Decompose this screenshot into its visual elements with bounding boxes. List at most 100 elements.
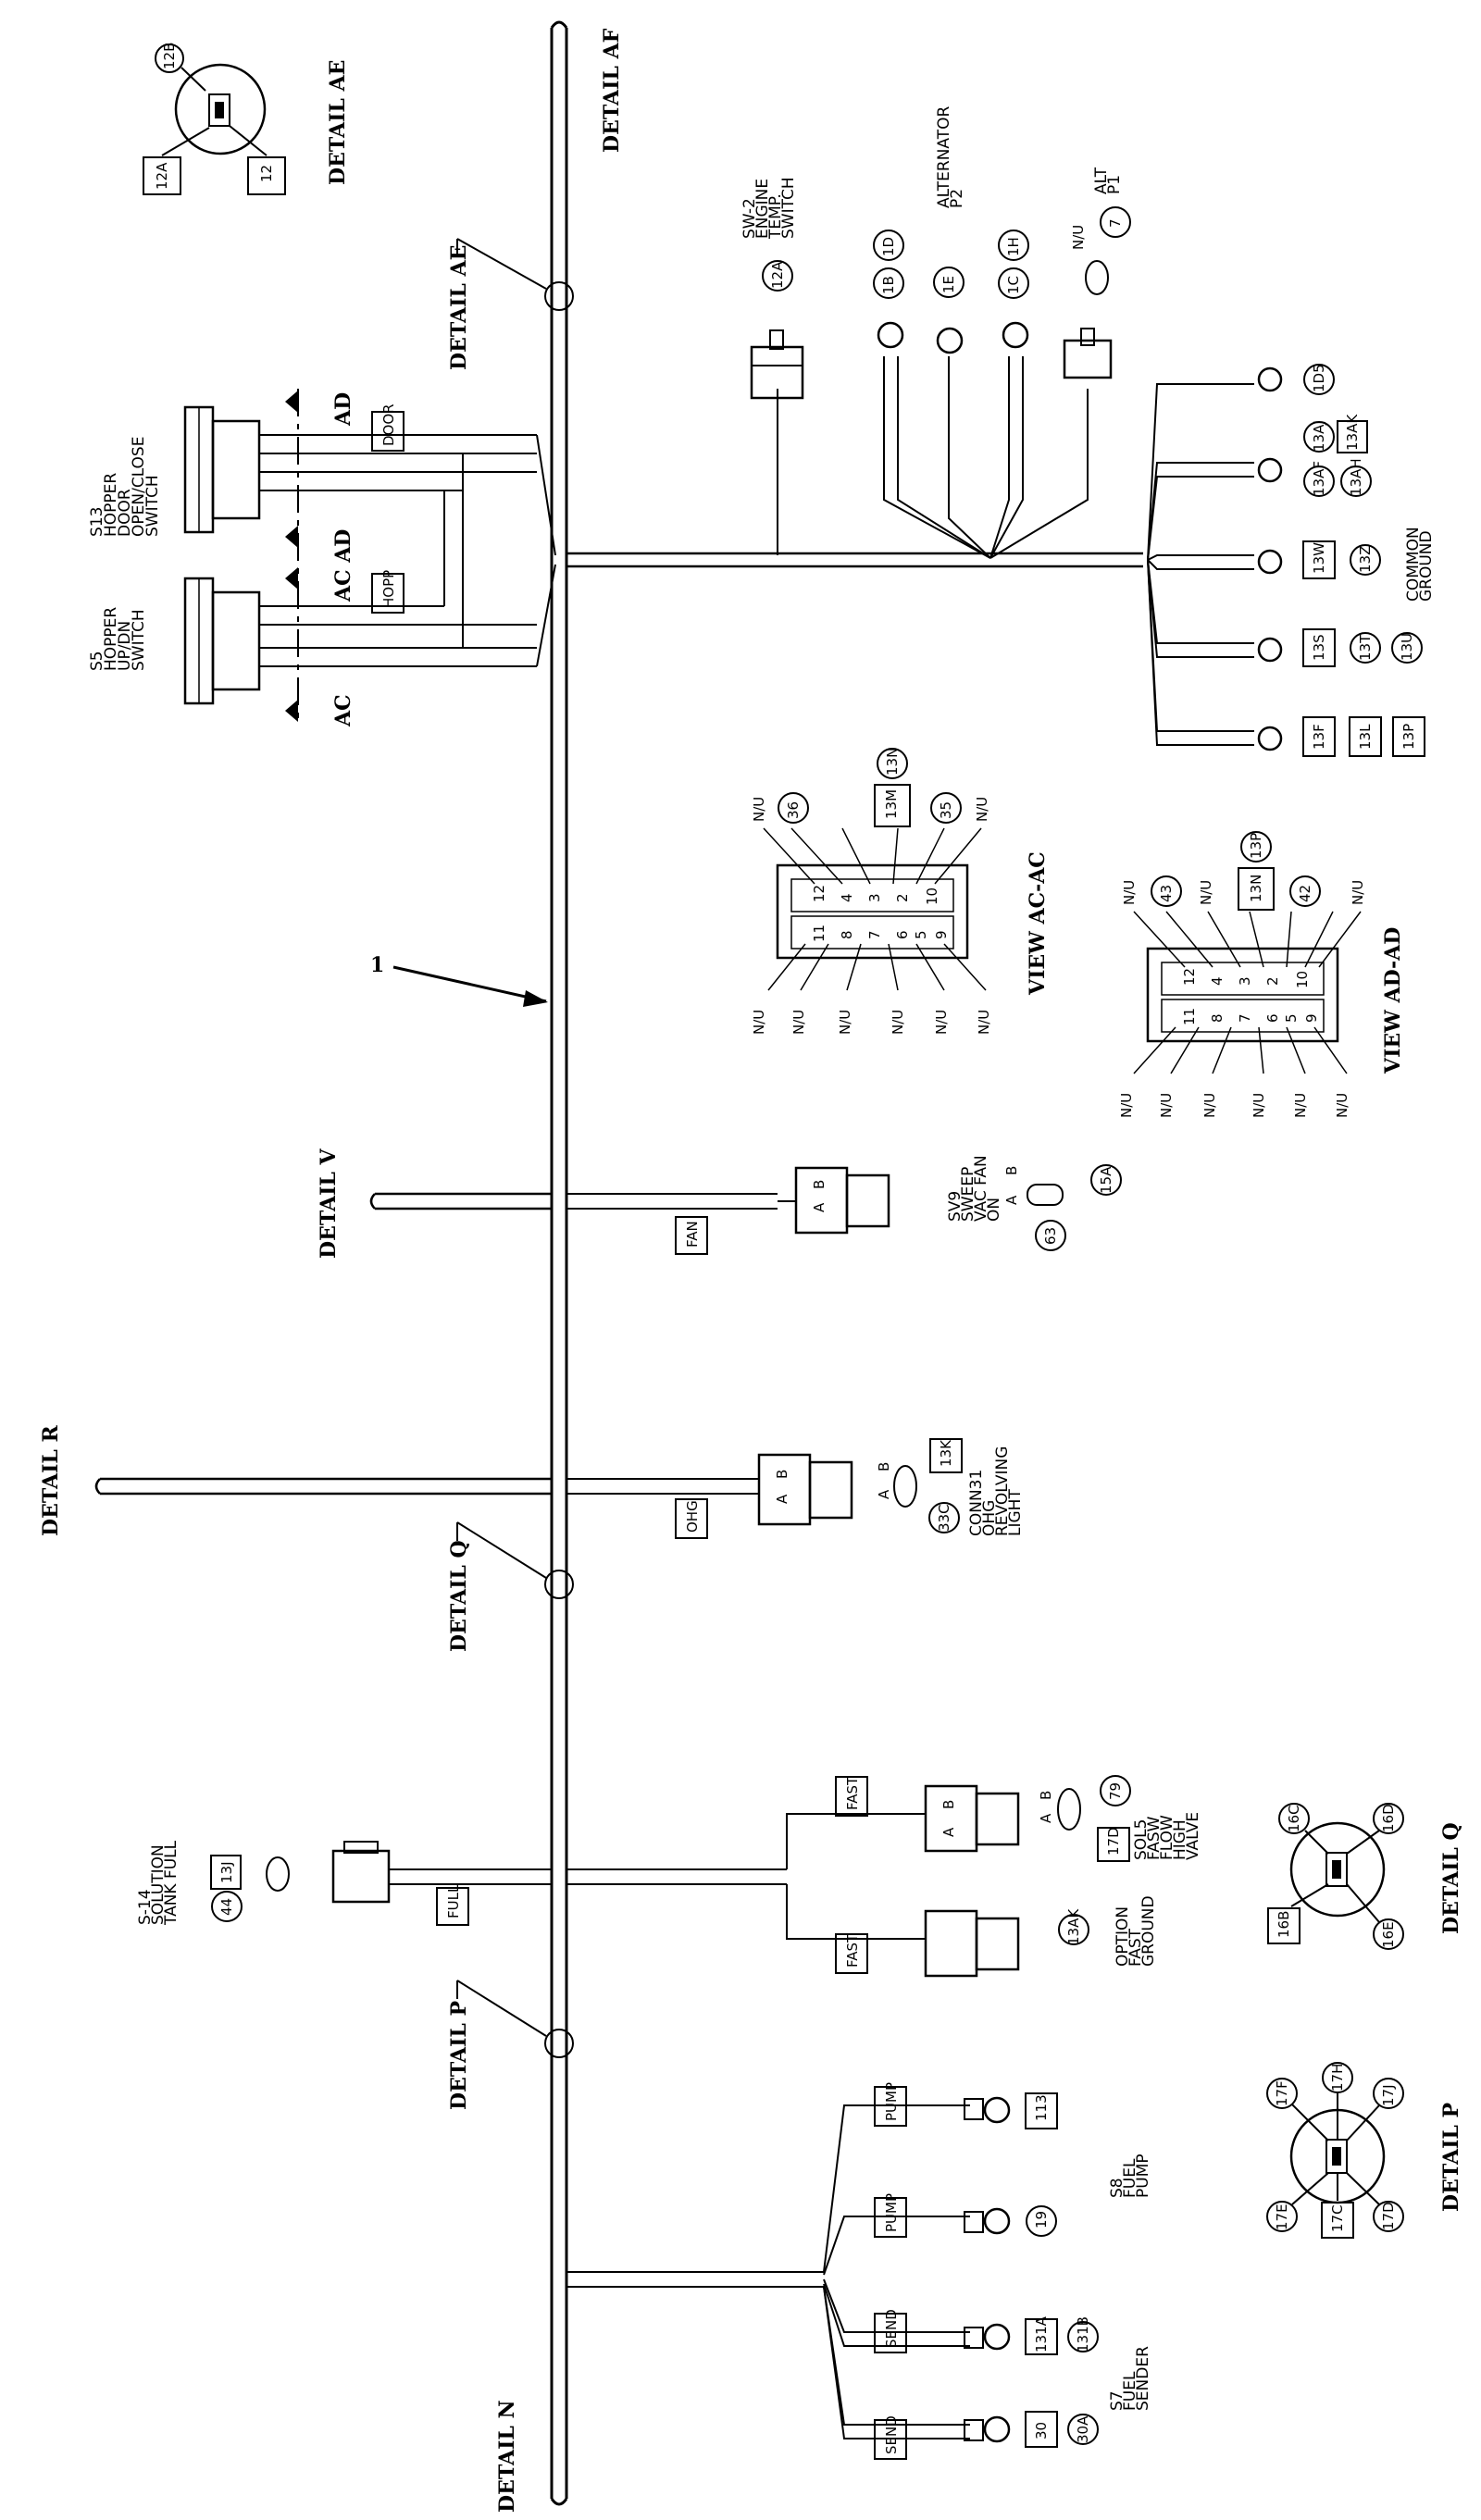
detail-p-ref-17c: 17C xyxy=(1329,2204,1346,2232)
s5-line-2: UP/DN xyxy=(116,621,134,671)
view-ad-pin-top-4: 10 xyxy=(1294,971,1311,988)
view-ad-pin-bottom-1: 8 xyxy=(1209,1013,1226,1023)
conn31-ref-13k: 13K xyxy=(938,1439,954,1467)
alt-p1-ref-1: 7 xyxy=(1107,218,1124,228)
s8-ref-113: 113 xyxy=(1033,2094,1050,2121)
alt-p1-line-1: P1 xyxy=(1105,175,1124,194)
tag-send-1: SEND xyxy=(883,2309,900,2348)
detail-p: 17F 17H 17J 17E 17C 17D DETAIL P xyxy=(1266,2062,1463,2239)
sv9-ref-b: B xyxy=(1003,1166,1020,1175)
detail-r-title: DETAIL R xyxy=(39,1424,63,1536)
view-ad-top-5: 42 xyxy=(1297,885,1313,902)
view-ac-top-4: 35 xyxy=(938,801,954,819)
sol5-line-1: FASW xyxy=(1145,1816,1164,1860)
detail-v-title: DETAIL V xyxy=(317,1148,341,1259)
view-ad-bottom-3: N/U xyxy=(1251,1093,1267,1118)
ground-ref-5: 13W xyxy=(1311,542,1327,574)
common-ground-line-1: GROUND xyxy=(1417,530,1436,602)
s7-ref-30: 30 xyxy=(1033,2422,1050,2439)
ground-ref-1: 13AJ xyxy=(1311,420,1327,452)
svg-text:SOL5 FASW FLOW: SOL5 FASW FLOW HIGH VALVE xyxy=(1132,1810,1202,1860)
conn31-line-3: LIGHT xyxy=(1006,1489,1025,1536)
ground-ref-6: 13Z xyxy=(1357,546,1374,573)
view-ac-pin-top-1: 4 xyxy=(839,893,855,902)
s14-ref-44: 44 xyxy=(218,1898,235,1916)
tag-fan: FAN xyxy=(684,1221,701,1248)
detail-p-title: DETAIL P xyxy=(1439,2103,1463,2212)
detail-af-title: DETAIL AF xyxy=(600,28,624,153)
view-ad-pin-top-1: 4 xyxy=(1209,976,1226,986)
view-ad-top-4: 13P xyxy=(1248,833,1264,859)
conn31-line-1: OHG xyxy=(980,1500,999,1536)
view-ac-pin-bottom-1: 8 xyxy=(839,930,855,939)
sv9-line-1: SWEEP xyxy=(959,1167,977,1222)
view-ad-pin-top-3: 2 xyxy=(1264,976,1281,986)
view-ad-pin-bottom-0: 11 xyxy=(1181,1008,1198,1025)
view-ad-bottom-2: N/U xyxy=(1201,1093,1218,1118)
sv9-line-3: ON xyxy=(985,1198,1003,1222)
s5-line-0: S5 xyxy=(88,651,106,671)
view-ad-top-3: 13N xyxy=(1248,875,1264,902)
svg-text:S8 FUEL PUMP: S8 FUEL PUMP xyxy=(1108,2154,1152,2198)
view-ac-pin-bottom-4: 5 xyxy=(913,930,929,939)
svg-text:S5 HOPPER UP/DN: S5 HOPPER UP/DN SWITCH xyxy=(88,602,148,671)
conn31-ref-33c: 33C xyxy=(936,1504,952,1532)
ground-ref-11: 13L xyxy=(1357,724,1374,750)
svg-text:SW-2 ENGINE TEMP.: SW-2 ENGINE TEMP. SWITCH xyxy=(740,173,798,240)
alternator-line-1: P2 xyxy=(948,189,966,208)
view-ac-pin-bottom-2: 7 xyxy=(866,930,883,939)
conn31-ref-b: B xyxy=(876,1462,892,1471)
tag-full: FULL xyxy=(445,1884,462,1918)
top-right-branch: 12A SW-2 ENGINE TEMP. SWITCH 1B 1D 1E 1C… xyxy=(566,106,1436,757)
common-ground-line-0: COMMON xyxy=(1404,527,1423,602)
view-ad-pin-bottom-4: 5 xyxy=(1283,1013,1300,1023)
detail-q-title: DETAIL Q xyxy=(1439,1822,1463,1934)
view-ac-top-3: 13N xyxy=(884,748,901,776)
tag-send-2: SEND xyxy=(883,2415,900,2454)
s13-line-3: OPEN/CLOSE xyxy=(130,437,148,537)
sol5-pin-b: B xyxy=(940,1800,957,1809)
option-line-2: GROUND xyxy=(1139,1895,1158,1967)
ground-ref-2: 13AK xyxy=(1344,414,1361,451)
view-ac-ad-marker: AC AD xyxy=(331,529,355,602)
detail-p-callout-label: DETAIL P xyxy=(447,2001,471,2110)
detail-q-ref-16d: 16D xyxy=(1380,1804,1397,1832)
option-line-1: FAST xyxy=(1126,1928,1145,1967)
s5-line-3: SWITCH xyxy=(130,609,148,671)
tag-pump-1: PUMP xyxy=(883,2082,900,2121)
detail-q-ref-16e: 16E xyxy=(1380,1921,1397,1948)
view-ad-bottom-5: N/U xyxy=(1334,1093,1350,1118)
view-ac-bottom-0: N/U xyxy=(751,1010,767,1035)
svg-text:S7 FUEL SENDER: S7 FUEL SENDER xyxy=(1108,2346,1152,2411)
ground-ref-4: 13AH xyxy=(1348,458,1364,496)
view-ac-pin-top-4: 10 xyxy=(924,888,940,905)
view-ac-pin-bottom-3: 6 xyxy=(894,930,911,939)
svg-text:COMMON GROUND: COMMON GROUND xyxy=(1404,522,1436,602)
conn31-pin-a: A xyxy=(774,1494,790,1504)
view-ad-pin-top-2: 3 xyxy=(1237,976,1253,986)
s13-line-0: S13 xyxy=(88,507,106,537)
sol5-line-0: SOL5 xyxy=(1132,1819,1151,1860)
view-ad-top-0: N/U xyxy=(1121,880,1138,905)
view-ac-pin-top-3: 2 xyxy=(894,893,911,902)
svg-text:OPTION FAST GROUND: OPTION FAST GROUND xyxy=(1114,1895,1158,1967)
view-ac-bottom-1: N/U xyxy=(790,1010,807,1035)
view-ad-bottom-4: N/U xyxy=(1292,1093,1309,1118)
view-ac-top-1: 36 xyxy=(785,801,802,819)
sw2-line-0: SW-2 xyxy=(740,198,759,239)
detail-q-ref-16b: 16B xyxy=(1276,1911,1292,1938)
sv9-line-0: SV9 xyxy=(946,1191,965,1222)
sol5-ref-a: A xyxy=(1038,1813,1054,1823)
s13-line-4: SWITCH xyxy=(143,475,162,537)
tag-fast-1: FAST xyxy=(844,1776,861,1810)
sv9-line-2: VAC FAN xyxy=(972,1155,990,1222)
view-ac-bottom-4: N/U xyxy=(933,1010,950,1035)
sol5-pin-a: A xyxy=(940,1827,957,1837)
view-ad-marker-top: AD xyxy=(331,392,355,427)
view-ad-ad: 12 4 3 2 10 11 8 7 6 5 9 N/U 43 N/U 13N … xyxy=(1118,831,1405,1118)
sv9-pin-a: A xyxy=(811,1202,828,1212)
item-callout-1: 1 xyxy=(370,953,548,1007)
conn31-line-0: CONN31 xyxy=(967,1470,986,1536)
sv9-ref-63: 63 xyxy=(1042,1227,1059,1245)
svg-text:SV9 SWEEP VAC FAN: SV9 SWEEP VAC FAN ON xyxy=(946,1150,1003,1222)
